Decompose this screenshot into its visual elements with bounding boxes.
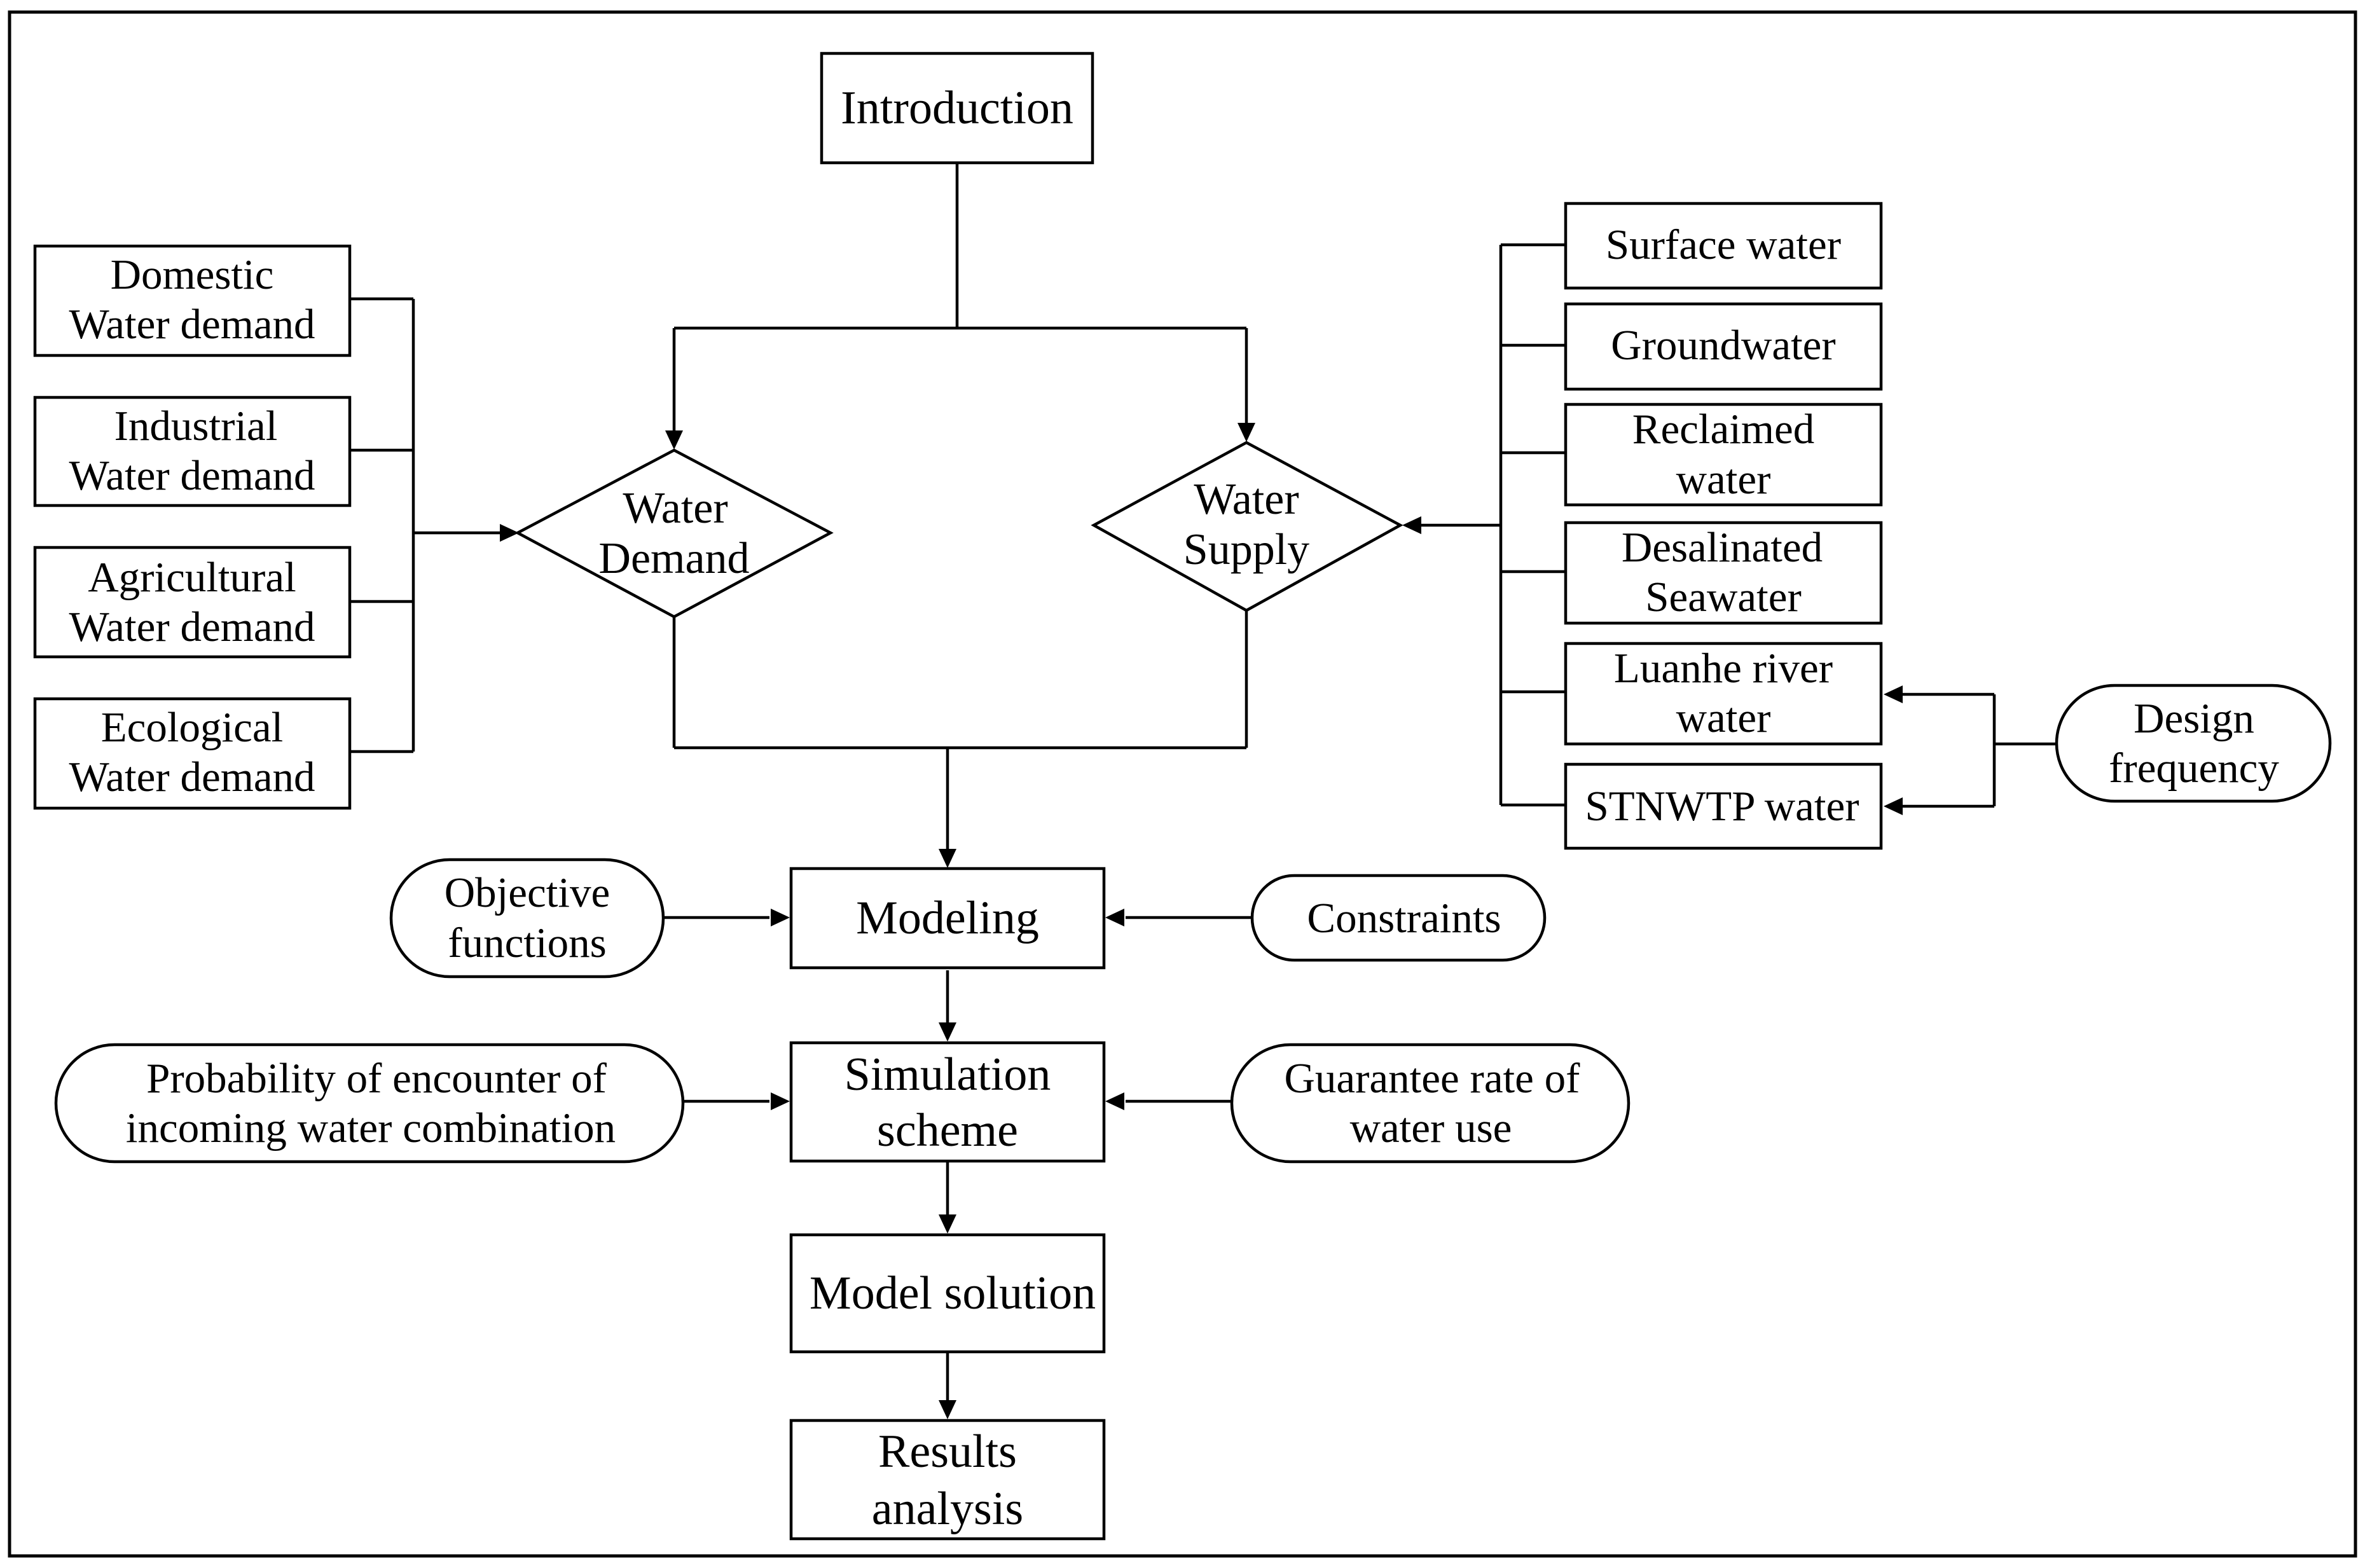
arrowhead (500, 524, 519, 542)
agricultural-label-line2: Water demand (69, 603, 315, 650)
arrowheads (500, 423, 1903, 1419)
arrowhead (1238, 423, 1255, 442)
arrowhead (939, 1022, 956, 1042)
industrial-label-line1: Industrial (114, 402, 278, 450)
desalinated-label-line1: Desalinated (1622, 524, 1823, 571)
reclaimed-water-label-line2: water (1676, 456, 1771, 503)
results-label-line2: analysis (872, 1483, 1023, 1535)
guarantee-rate-label-line1: Guarantee rate of (1285, 1055, 1581, 1102)
arrowhead (939, 1214, 956, 1234)
guarantee-rate-label-line2: water use (1350, 1104, 1512, 1152)
ecological-label-line1: Ecological (101, 704, 283, 751)
objective-functions-label-line2: functions (448, 919, 606, 966)
stnwtp-water-box: STNWTP water (1564, 762, 1883, 850)
agricultural-demand-box: Agricultural Water demand (33, 546, 352, 659)
model-solution-box: Model solution (789, 1233, 1106, 1354)
arrowhead (1884, 685, 1903, 703)
luanhe-river-water-box: Luanhe river water (1564, 642, 1883, 746)
results-analysis-box: Results analysis (789, 1419, 1106, 1541)
model-solution-label: Model solution (810, 1267, 1096, 1319)
arrowhead (665, 430, 683, 450)
ecological-demand-box: Ecological Water demand (33, 697, 352, 810)
luanhe-label-line1: Luanhe river (1614, 645, 1833, 692)
objective-functions-label-line1: Objective (445, 869, 610, 916)
desalinated-label-line2: Seawater (1645, 574, 1802, 621)
results-label-line1: Results (878, 1426, 1017, 1478)
guarantee-rate-terminator: Guarantee rate of water use (1230, 1043, 1631, 1164)
simulation-scheme-box: Simulation scheme (789, 1041, 1106, 1163)
water-supply-label-line1: Water (1194, 475, 1299, 524)
constraints-label: Constraints (1307, 895, 1501, 942)
simulation-label-line2: scheme (877, 1104, 1018, 1157)
modeling-label: Modeling (856, 892, 1039, 944)
surface-water-box: Surface water (1564, 202, 1883, 290)
reclaimed-water-label-line1: Reclaimed (1632, 406, 1814, 453)
arrowhead (1402, 516, 1421, 534)
domestic-label-line2: Water demand (69, 301, 315, 348)
water-demand-label-line2: Demand (598, 534, 749, 583)
agricultural-label-line1: Agricultural (88, 554, 296, 601)
groundwater-box: Groundwater (1564, 302, 1883, 391)
ecological-label-line2: Water demand (69, 753, 315, 801)
introduction-box: Introduction (820, 52, 1094, 165)
reclaimed-water-box: Reclaimed water (1564, 402, 1883, 507)
connector-lines (350, 163, 2055, 1403)
stnwtp-label: STNWTP water (1585, 783, 1859, 830)
luanhe-label-line2: water (1676, 694, 1771, 741)
diagram-frame (8, 10, 2357, 1558)
industrial-label-line2: Water demand (69, 452, 315, 499)
probability-label-line1: Probability of encounter of (146, 1055, 607, 1102)
groundwater-label: Groundwater (1611, 322, 1835, 369)
objective-functions-terminator: Objective functions (389, 858, 665, 979)
surface-water-label: Surface water (1606, 221, 1841, 268)
modeling-box: Modeling (789, 867, 1106, 970)
probability-label-line2: incoming water combination (126, 1104, 616, 1152)
constraints-terminator: Constraints (1250, 874, 1547, 962)
industrial-demand-box: Industrial Water demand (33, 395, 352, 507)
domestic-label-line1: Domestic (111, 251, 274, 298)
domestic-demand-box: Domestic Water demand (33, 244, 352, 357)
water-supply-diamond: Water Supply (1091, 441, 1403, 612)
design-frequency-terminator: Design frequency (2055, 684, 2332, 803)
arrowhead (1105, 909, 1124, 926)
water-demand-label-line1: Water (623, 484, 727, 533)
design-frequency-label-line2: frequency (2109, 745, 2279, 792)
arrowhead (939, 1400, 956, 1419)
introduction-label: Introduction (841, 82, 1073, 134)
arrowhead (771, 909, 790, 926)
simulation-label-line1: Simulation (845, 1049, 1051, 1101)
desalinated-seawater-box: Desalinated Seawater (1564, 521, 1883, 625)
water-demand-diamond: Water Demand (514, 448, 834, 619)
probability-encounter-terminator: Probability of encounter of incoming wat… (54, 1043, 685, 1164)
arrowhead (939, 849, 956, 868)
water-supply-label-line2: Supply (1183, 525, 1309, 574)
design-frequency-label-line1: Design (2134, 695, 2254, 742)
arrowhead (1884, 797, 1903, 815)
arrowhead (771, 1092, 790, 1110)
arrowhead (1105, 1092, 1124, 1110)
